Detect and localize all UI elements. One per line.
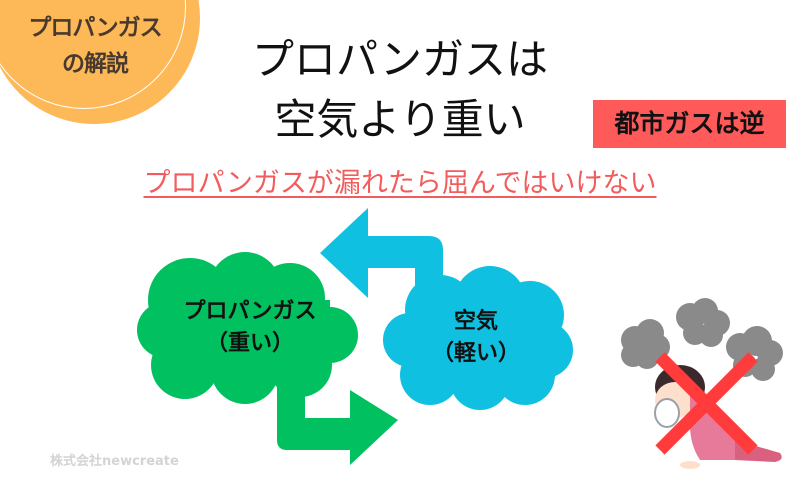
corner-badge-text: プロパンガス の解説 [0, 10, 190, 82]
air-cloud [383, 266, 573, 410]
prohibited-x-icon [655, 352, 758, 455]
air-cloud-line1: 空気 [453, 309, 498, 334]
title-line1: プロパンガスは [251, 35, 549, 84]
corner-badge-line1: プロパンガス [28, 14, 162, 41]
air-cloud-label: 空気 （軽い） [396, 306, 556, 370]
smoke-cloud-icon [621, 298, 783, 381]
city-gas-badge: 都市ガスは逆 [593, 100, 786, 148]
propane-cloud-label: プロパンガス （重い） [150, 296, 350, 360]
propane-sinks-arrow-icon [277, 370, 398, 465]
subtitle-text: プロパンガスが漏れたら屈んではいけない [143, 168, 657, 199]
subtitle: プロパンガスが漏れたら屈んではいけない [0, 167, 800, 201]
corner-badge-line2: の解説 [62, 50, 129, 77]
crouching-person-illustration [621, 298, 783, 469]
air-cloud-line2: （軽い） [431, 341, 520, 366]
propane-cloud-line2: （重い） [205, 331, 294, 356]
title-line2: 空気より重い [274, 95, 526, 144]
watermark: 株式会社newcreate [50, 454, 179, 469]
propane-cloud-line1: プロパンガス [183, 299, 317, 324]
propane-cloud [137, 252, 358, 404]
air-rises-arrow-icon [320, 208, 443, 330]
